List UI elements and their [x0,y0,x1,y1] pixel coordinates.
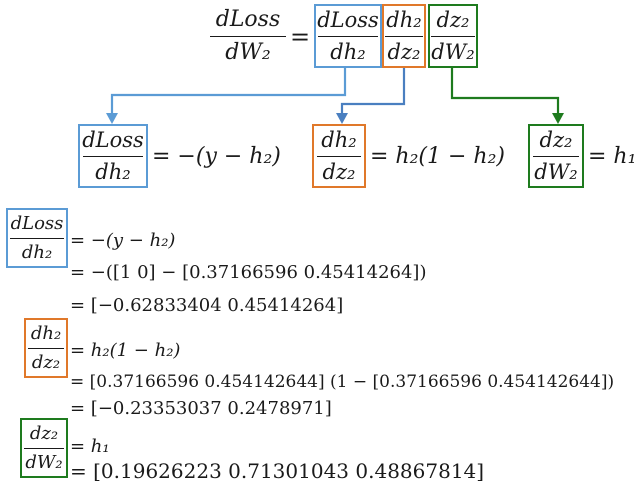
low2-line1: = h₂(1 − h₂) [70,340,181,361]
mid-b-denominator: dz₂ [322,159,356,184]
low3-line2: = [0.19626223 0.71301043 0.48867814] [70,459,485,483]
low-fraction-dz2-dw2: dz₂ dW₂ [20,421,68,475]
top-fraction-dloss-dh2: dLoss dh₂ [314,7,382,65]
low1-denominator: dh₂ [21,241,53,263]
low3-line1: = h₁ [70,436,110,457]
mid-box-dh2-dz2 [312,124,366,188]
arrow-head-dz2 [552,113,564,124]
top-box-dz2-dw2 [428,4,478,68]
top-f3-denominator: dW₂ [431,39,475,64]
top-fraction-dh2-dz2: dh₂ dz₂ [382,7,426,65]
top-fraction-dz2-dw2: dz₂ dW₂ [428,7,478,65]
low-box-dloss-dh2 [6,208,68,268]
arrow-head-dloss [106,113,118,124]
arrow-to-dloss-dh2 [110,68,347,118]
mid-a-rhs: = −(y − h₂) [152,144,281,169]
mid-a-denominator: dh₂ [95,159,131,184]
top-f2-denominator: dz₂ [387,39,421,64]
mid-fraction-dloss-dh2: dLoss dh₂ [78,127,148,185]
top-lhs-numerator: dLoss [215,6,281,32]
low3-denominator: dW₂ [25,451,63,473]
arrow-head-dh2 [336,113,348,124]
mid-b-numerator: dh₂ [321,127,357,152]
arrow-to-dz2-dw2 [450,68,560,118]
low1-numerator: dLoss [10,212,64,234]
top-lhs-denominator: dW₂ [225,39,271,65]
mid-c-denominator: dW₂ [534,159,578,184]
mid-a-numerator: dLoss [82,127,144,152]
low1-line3: = [−0.62833404 0.45414264] [70,295,344,316]
top-lhs-fraction: dLoss dW₂ [210,8,286,64]
low1-line2: = −([1 0] − [0.37166596 0.45414264]) [70,262,427,283]
low2-denominator: dz₂ [31,351,61,373]
mid-box-dloss-dh2 [78,124,148,188]
arrow-to-dh2-dz2 [340,68,406,118]
mid-b-rhs: = h₂(1 − h₂) [370,144,505,169]
low-box-dz2-dw2 [20,418,68,478]
low-fraction-dh2-dz2: dh₂ dz₂ [24,321,68,375]
top-f1-numerator: dLoss [317,7,379,32]
top-f2-numerator: dh₂ [386,7,422,32]
mid-c-numerator: dz₂ [539,127,573,152]
low1-line1: = −(y − h₂) [70,230,176,251]
low3-numerator: dz₂ [29,422,59,444]
top-box-dh2-dz2 [382,4,426,68]
top-box-dloss-dh2 [314,4,382,68]
mid-fraction-dh2-dz2: dh₂ dz₂ [312,127,366,185]
low2-numerator: dh₂ [30,322,62,344]
low2-line3: = [−0.23353037 0.2478971] [70,398,332,419]
mid-fraction-dz2-dw2: dz₂ dW₂ [528,127,584,185]
mid-box-dz2-dw2 [528,124,584,188]
low-fraction-dloss-dh2: dLoss dh₂ [6,211,68,265]
top-f1-denominator: dh₂ [330,39,366,64]
low-box-dh2-dz2 [24,318,68,378]
low2-line2: = [0.37166596 0.454142644] (1 − [0.37166… [70,372,615,392]
top-equals: = [290,23,311,51]
top-f3-numerator: dz₂ [436,7,470,32]
mid-c-rhs: = h₁ [588,144,637,169]
